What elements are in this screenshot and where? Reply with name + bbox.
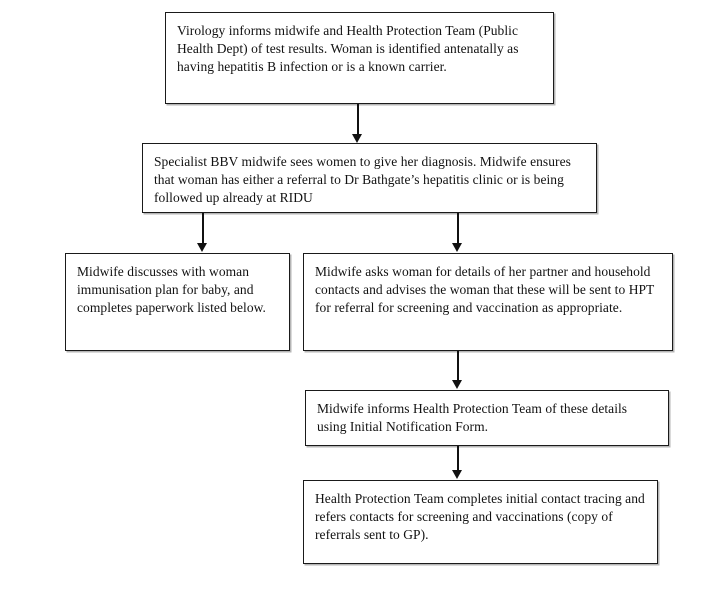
node-notification: Midwife informs Health Protection Team o…: [305, 390, 669, 446]
arrow-notification-to-hpt-tracing-head: [452, 470, 462, 479]
node-hpt-tracing-text: Health Protection Team completes initial…: [315, 491, 645, 542]
arrow-contacts-to-notification-head: [452, 380, 462, 389]
arrow-virology-to-bbv-midwife-head: [352, 134, 362, 143]
node-immunisation-text: Midwife discusses with woman immunisatio…: [77, 264, 266, 315]
node-immunisation: Midwife discusses with woman immunisatio…: [65, 253, 290, 351]
node-bbv-midwife: Specialist BBV midwife sees women to giv…: [142, 143, 597, 213]
node-virology: Virology informs midwife and Health Prot…: [165, 12, 554, 104]
node-virology-text: Virology informs midwife and Health Prot…: [177, 23, 519, 74]
node-bbv-midwife-text: Specialist BBV midwife sees women to giv…: [154, 154, 571, 205]
node-contacts: Midwife asks woman for details of her pa…: [303, 253, 673, 351]
arrow-notification-to-hpt-tracing-line: [457, 446, 459, 472]
arrow-contacts-to-notification-line: [457, 351, 459, 382]
arrow-bbv-midwife-to-contacts-line: [457, 213, 459, 245]
arrow-bbv-midwife-to-immunisation-head: [197, 243, 207, 252]
arrow-virology-to-bbv-midwife-line: [357, 104, 359, 137]
node-notification-text: Midwife informs Health Protection Team o…: [317, 401, 628, 434]
node-hpt-tracing: Health Protection Team completes initial…: [303, 480, 658, 564]
arrow-bbv-midwife-to-immunisation-line: [202, 213, 204, 245]
node-contacts-text: Midwife asks woman for details of her pa…: [315, 264, 655, 315]
arrow-bbv-midwife-to-contacts-head: [452, 243, 462, 252]
